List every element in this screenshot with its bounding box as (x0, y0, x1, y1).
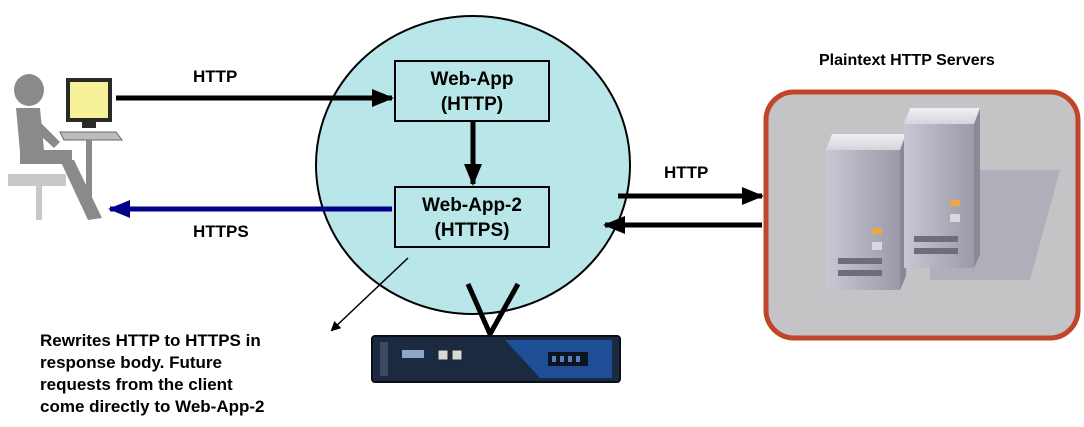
node-web-app-2-name: Web-App-2 (422, 195, 522, 216)
user-computer-icon (8, 74, 123, 220)
edge-label-client-http: HTTP (193, 67, 238, 86)
appliance-connector (465, 282, 521, 340)
annotation-note: Rewrites HTTP to HTTPS in response body.… (40, 330, 340, 418)
node-web-app-name: Web-App (430, 69, 514, 90)
annotation-pointer (330, 257, 409, 332)
node-web-app-2-protocol: (HTTPS) (434, 220, 510, 241)
node-web-app-protocol: (HTTP) (440, 94, 504, 115)
annotation-line: response body. Future (40, 353, 222, 372)
node-web-app-2: Web-App-2 (HTTPS) (394, 186, 550, 248)
annotation-line: come directly to Web-App-2 (40, 397, 265, 416)
appliance-icon (371, 335, 621, 383)
annotation-line: Rewrites HTTP to HTTPS in (40, 331, 261, 350)
node-web-app: Web-App (HTTP) (394, 60, 550, 122)
edge-label-client-https: HTTPS (193, 222, 249, 241)
annotation-line: requests from the client (40, 375, 233, 394)
edge-label-servers-http: HTTP (664, 163, 709, 182)
servers-title: Plaintext HTTP Servers (819, 52, 995, 69)
server-rack-icon (826, 108, 1060, 290)
